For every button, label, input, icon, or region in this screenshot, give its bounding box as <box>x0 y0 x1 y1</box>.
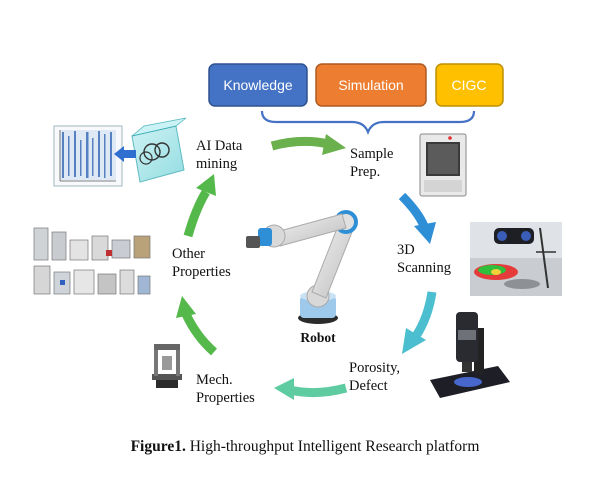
simulation-box-bg <box>315 63 427 107</box>
caption-prefix: Figure1. <box>130 438 186 455</box>
ai-data-label-line1: AI Data <box>196 138 243 154</box>
arrow-scanning-to-porosity <box>402 291 437 354</box>
robot-arm-illustration <box>246 210 358 324</box>
sample-prep-label-line2: Prep. <box>350 164 380 180</box>
caption-text: High-throughput Intelligent Research pla… <box>189 438 480 455</box>
mech-testing-image <box>152 344 182 388</box>
mech-label-line1: Mech. <box>196 372 233 388</box>
arrow-mech-to-other <box>176 296 218 356</box>
sample-prep-label-line1: Sample <box>350 146 394 162</box>
arrow-other-to-ai <box>183 174 216 238</box>
microscope-image <box>430 312 510 398</box>
arrow-porosity-to-mech <box>274 378 348 400</box>
knowledge-box-bg <box>208 63 308 107</box>
mech-label-line2: Properties <box>196 390 255 406</box>
figure-caption: Figure1. High-throughput Intelligent Res… <box>0 438 610 456</box>
simulation-box: Simulation <box>315 63 427 107</box>
porosity-label-line2: Defect <box>349 378 388 394</box>
arrow-ai-to-sample <box>270 134 346 155</box>
printer-image <box>419 133 467 197</box>
robot-label: Robot <box>300 330 336 345</box>
scanning-label-line1: 3D <box>397 242 415 258</box>
knowledge-label: Knowledge <box>223 77 292 93</box>
cigc-box-bg <box>435 63 504 107</box>
other-label-line1: Other <box>172 246 205 262</box>
knowledge-box: Knowledge <box>208 63 308 107</box>
cigc-box: CIGC <box>435 63 504 107</box>
simulation-label: Simulation <box>338 77 403 93</box>
other-instruments-image <box>30 222 154 302</box>
cigc-label: CIGC <box>452 77 487 93</box>
ai-data-mining-image <box>53 117 187 187</box>
top-bracket <box>260 110 476 135</box>
scanning-label-line2: Scanning <box>397 260 451 276</box>
ai-data-label-line2: mining <box>196 156 237 172</box>
scanning-image <box>470 222 562 296</box>
porosity-label-line1: Porosity, <box>349 360 400 376</box>
other-label-line2: Properties <box>172 264 231 280</box>
arrow-sample-to-scanning <box>398 192 436 244</box>
